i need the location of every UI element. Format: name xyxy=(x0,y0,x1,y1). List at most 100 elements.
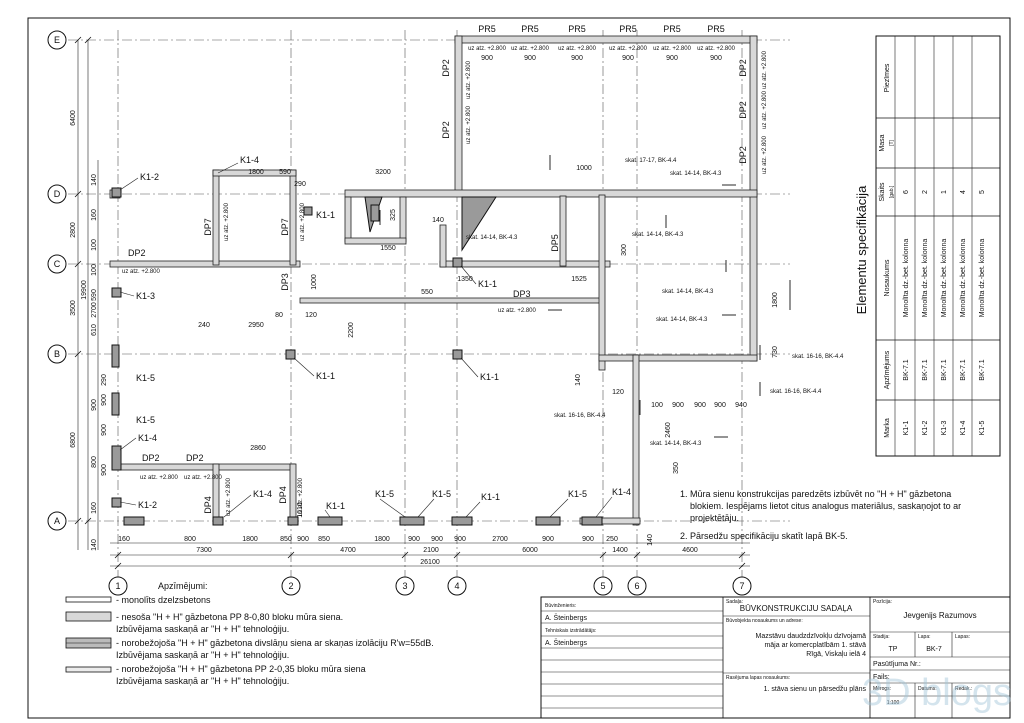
top-lintel-labels: PR5 PR5 PR5 PR5 PR5 PR5 900 900 900 900 … xyxy=(468,24,736,62)
spec-row: K1-4 BK-7.1 Monolīta dz.-bet. kolonna 4 xyxy=(960,190,967,435)
svg-text:uz atz. +2.800: uz atz. +2.800 xyxy=(184,475,223,481)
svg-text:skat. 14-14, BK-4.3: skat. 14-14, BK-4.3 xyxy=(670,171,722,177)
svg-text:900: 900 xyxy=(542,536,554,543)
grid-bubble-3: 3 xyxy=(395,576,415,596)
svg-text:uz atz. +2.800: uz atz. +2.800 xyxy=(653,46,692,52)
svg-text:K1-2: K1-2 xyxy=(138,500,157,510)
sheet-border xyxy=(27,17,1011,719)
svg-text:2700: 2700 xyxy=(91,302,98,318)
svg-text:900: 900 xyxy=(481,55,493,62)
svg-text:uz atz. +2.800: uz atz. +2.800 xyxy=(558,46,597,52)
svg-text:Nosaukums: Nosaukums xyxy=(884,259,891,296)
svg-text:2950: 2950 xyxy=(248,322,264,329)
svg-text:2200: 2200 xyxy=(348,322,355,338)
svg-text:900: 900 xyxy=(101,464,108,476)
column-k1-2-a xyxy=(111,497,122,508)
svg-text:DP2: DP2 xyxy=(142,453,160,463)
svg-text:900: 900 xyxy=(694,402,706,409)
svg-text:80: 80 xyxy=(275,312,283,319)
svg-text:BŪVKONSTRUKCIJU SADAĻA: BŪVKONSTRUKCIJU SADAĻA xyxy=(740,604,853,613)
svg-text:1610: 1610 xyxy=(297,502,304,518)
svg-text:Monolīta dz.-bet. kolonna: Monolīta dz.-bet. kolonna xyxy=(903,239,910,318)
svg-text:Elementu specifikācija: Elementu specifikācija xyxy=(854,185,869,314)
svg-text:1800: 1800 xyxy=(374,536,390,543)
svg-text:7: 7 xyxy=(739,581,744,591)
svg-text:Apzīmējums: Apzīmējums xyxy=(884,350,891,389)
column-k1-1-c xyxy=(452,257,463,268)
svg-text:940: 940 xyxy=(735,402,747,409)
svg-text:K1-1: K1-1 xyxy=(480,372,499,382)
svg-text:1. stāva sienu un pārsedžu plā: 1. stāva sienu un pārsedžu plāns xyxy=(764,686,867,693)
svg-text:Mazstāvu daudzdzīvokļu dzīvoja: Mazstāvu daudzdzīvokļu dzīvojamā xyxy=(756,633,867,640)
svg-text:160: 160 xyxy=(91,209,98,221)
svg-text:K1-3: K1-3 xyxy=(136,291,155,301)
svg-text:900: 900 xyxy=(101,424,108,436)
svg-text:900: 900 xyxy=(622,55,634,62)
svg-text:K1-5: K1-5 xyxy=(375,489,394,499)
svg-text:1525: 1525 xyxy=(571,276,587,283)
specification-table: Elementu specifikācija Marka Apzīmējums … xyxy=(854,35,1001,457)
svg-text:skat. 14-14, BK-4.3: skat. 14-14, BK-4.3 xyxy=(650,441,702,447)
svg-text:350: 350 xyxy=(673,462,680,474)
svg-text:E: E xyxy=(54,35,60,45)
spec-row: K1-1 BK-7.1 Monolīta dz.-bet. kolonna 6 xyxy=(903,190,910,435)
column-k1-5-a0 xyxy=(123,516,145,526)
svg-text:DP3: DP3 xyxy=(513,289,531,299)
svg-text:120: 120 xyxy=(305,312,317,319)
svg-text:900: 900 xyxy=(571,55,583,62)
svg-text:- norobežojoša "H + H" gāzbeto: - norobežojoša "H + H" gāzbetona PP 2-0,… xyxy=(116,664,366,674)
svg-text:skat. 16-16, BK-4.4: skat. 16-16, BK-4.4 xyxy=(792,354,844,360)
svg-text:K1-1: K1-1 xyxy=(481,492,500,502)
svg-text:uz atz. +2.800: uz atz. +2.800 xyxy=(298,477,304,516)
svg-text:4600: 4600 xyxy=(682,547,698,554)
svg-text:2. Pārsedžu specifikāciju skat: 2. Pārsedžu specifikāciju skatīt lapā BK… xyxy=(680,531,848,541)
plan-dimensions: 1800 590 3200 290 1550 325 140 1000 1350… xyxy=(198,165,779,518)
svg-text:Apzīmējumi:: Apzīmējumi: xyxy=(158,581,208,591)
svg-text:800: 800 xyxy=(91,456,98,468)
svg-text:900: 900 xyxy=(666,55,678,62)
svg-text:K1-5: K1-5 xyxy=(432,489,451,499)
svg-text:Marka: Marka xyxy=(884,418,891,438)
left-dimension-chain: 6400 2800 100 3500 2700 19900 6800 160 1… xyxy=(70,36,108,551)
svg-text:2100: 2100 xyxy=(423,547,439,554)
svg-text:K1-5: K1-5 xyxy=(568,489,587,499)
column-k1-1-d xyxy=(303,206,313,216)
svg-text:uz atz. +2.800: uz atz. +2.800 xyxy=(762,135,768,174)
grid-bubble-2: 2 xyxy=(281,576,301,596)
svg-text:K1-2: K1-2 xyxy=(140,172,159,182)
column-k1-4-mid2 xyxy=(287,516,299,526)
svg-text:Būvinženieris:: Būvinženieris: xyxy=(545,603,576,609)
svg-text:uz atz. +2.800: uz atz. +2.800 xyxy=(468,46,507,52)
svg-text:- norobežojoša "H + H" gāzbeto: - norobežojoša "H + H" gāzbetona divslāņ… xyxy=(116,638,434,648)
svg-text:2700: 2700 xyxy=(492,536,508,543)
svg-text:100: 100 xyxy=(91,264,98,276)
svg-text:BK-7.1: BK-7.1 xyxy=(941,359,948,381)
svg-text:K1-5: K1-5 xyxy=(136,415,155,425)
svg-text:projektētāju.: projektētāju. xyxy=(690,513,739,523)
column-k1-5-b xyxy=(111,344,120,368)
svg-text:DP5: DP5 xyxy=(550,234,560,252)
svg-text:DP2: DP2 xyxy=(738,101,748,119)
svg-text:3: 3 xyxy=(402,581,407,591)
svg-text:BK-7.1: BK-7.1 xyxy=(979,359,986,381)
svg-text:Redak.:: Redak.: xyxy=(955,686,972,692)
svg-text:uz atz. +2.800: uz atz. +2.800 xyxy=(762,50,768,89)
svg-text:6000: 6000 xyxy=(522,547,538,554)
svg-text:290: 290 xyxy=(294,181,306,188)
svg-text:K1-4: K1-4 xyxy=(960,421,967,436)
svg-text:PR5: PR5 xyxy=(521,24,539,34)
svg-text:900: 900 xyxy=(91,399,98,411)
grid-bubble-4: 4 xyxy=(447,576,467,596)
svg-text:Monolīta dz.-bet. kolonna: Monolīta dz.-bet. kolonna xyxy=(941,239,948,318)
svg-text:uz atz. +2.800: uz atz. +2.800 xyxy=(466,105,472,144)
svg-text:Rasējuma lapas nosaukums:: Rasējuma lapas nosaukums: xyxy=(726,675,790,681)
grid-bubble-d: D xyxy=(47,184,67,204)
svg-text:140: 140 xyxy=(91,174,98,186)
column-k1-3 xyxy=(111,287,122,298)
svg-text:140: 140 xyxy=(575,374,582,386)
column-k1-1-a2 xyxy=(451,516,473,526)
svg-text:K1-5: K1-5 xyxy=(979,421,986,436)
svg-text:26100: 26100 xyxy=(420,559,440,566)
svg-text:K1-2: K1-2 xyxy=(922,421,929,436)
